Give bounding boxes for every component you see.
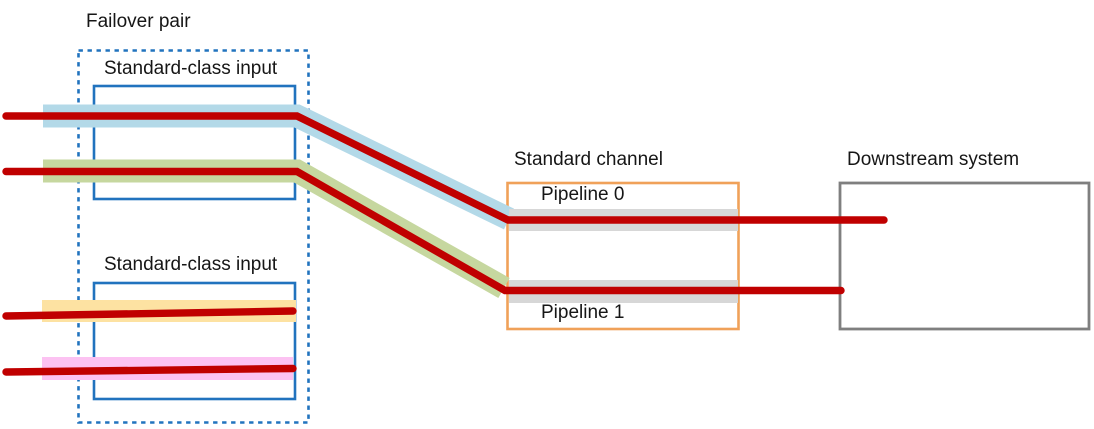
failover-pair-dashed-box	[77, 49, 310, 424]
standard-class-input-label-2: Standard-class input	[104, 254, 278, 275]
downstream-system-label: Downstream system	[847, 149, 1020, 170]
stream-line-pipeline-1	[2, 167, 845, 295]
standard-class-input-label-1: Standard-class input	[104, 58, 278, 79]
standard-channel-label: Standard channel	[514, 149, 663, 170]
stream-line-pipeline-0	[2, 112, 888, 224]
stream-line-standby-1	[2, 307, 297, 320]
downstream-system-box	[838, 181, 1091, 331]
standard-input-box-1	[92, 84, 297, 201]
standard-input-box-2	[92, 281, 297, 401]
standard-channel-box	[506, 181, 740, 331]
pipeline-1-label: Pipeline 1	[541, 302, 625, 323]
pipeline-0-label: Pipeline 0	[541, 184, 625, 205]
failover-pair-label: Failover pair	[86, 11, 191, 32]
stream-line-standby-2	[2, 364, 297, 376]
